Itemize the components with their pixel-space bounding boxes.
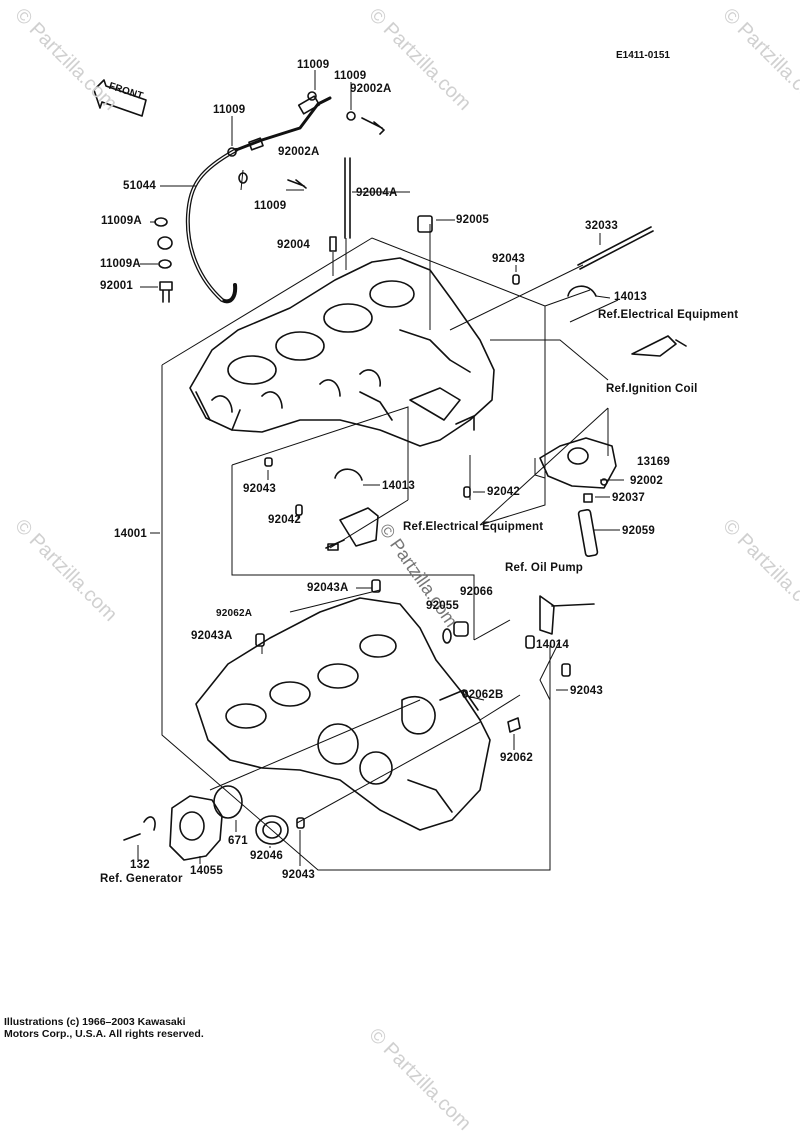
part-label: 132 — [130, 859, 150, 871]
part-label: 92043 — [243, 483, 276, 495]
part-label: 92062A — [216, 608, 253, 619]
ref-label: Ref.Electrical Equipment — [403, 521, 544, 533]
clamp-11009a-top — [154, 217, 168, 227]
part-label: 13169 — [637, 456, 670, 468]
part-label: 92043 — [570, 685, 603, 697]
part-label: 92046 — [250, 850, 283, 862]
ref-label: Ref.Ignition Coil — [606, 383, 698, 395]
part-label: 92002A — [350, 83, 392, 95]
part-label: 92055 — [426, 600, 459, 612]
part-label: 92002A — [278, 146, 320, 158]
part-label: 32033 — [585, 220, 618, 232]
part-label: 11009A — [101, 215, 142, 227]
part-label: 14014 — [536, 639, 569, 651]
ref-label: Ref. Oil Pump — [505, 562, 583, 574]
ref-label: Ref.Electrical Equipment — [598, 309, 739, 321]
part-label: 11009 — [254, 200, 287, 212]
part-label: 92004 — [277, 239, 310, 251]
clamp-11009a — [157, 236, 173, 250]
part-label: 92043A — [307, 582, 349, 594]
part-label: 14013 — [614, 291, 647, 303]
copyright-line-2: Motors Corp., U.S.A. All rights reserved… — [4, 1028, 204, 1040]
part-label: 92042 — [487, 486, 520, 498]
part-label: 11009 — [213, 104, 246, 116]
diagram-code: E1411-0151 — [616, 50, 670, 61]
part-label: 92001 — [100, 280, 133, 292]
lower-crankcase — [195, 597, 491, 831]
part-label: 92062 — [500, 752, 533, 764]
part-label: 92062B — [462, 689, 504, 701]
ref-label: Ref. Generator — [100, 873, 183, 885]
part-label: 14055 — [190, 865, 223, 877]
part-label: 14001 — [114, 528, 147, 540]
parts-diagram: © Partzilla.com © Partzilla.com © Partzi… — [4, 4, 800, 1135]
copyright-line-1: Illustrations (c) 1966–2003 Kawasaki — [4, 1016, 186, 1028]
housing-14055 — [169, 785, 243, 861]
seal-92046 — [255, 815, 289, 845]
part-label: 92005 — [456, 214, 489, 226]
part-label: 92043 — [492, 253, 525, 265]
part-label: 14013 — [382, 480, 415, 492]
part-label: 671 — [228, 835, 248, 847]
stud-92004a — [344, 157, 351, 239]
reference-lines — [161, 189, 619, 871]
upper-crankcase — [189, 257, 495, 447]
breather-hose — [185, 95, 332, 304]
part-label: 92037 — [612, 492, 645, 504]
front-arrow-icon — [93, 79, 147, 117]
part-label: 11009 — [334, 70, 367, 82]
bolt-92001 — [159, 281, 173, 303]
part-label: 92059 — [622, 525, 655, 537]
part-label: 92002 — [630, 475, 663, 487]
part-label: 92043 — [282, 869, 315, 881]
part-label: 11009 — [297, 59, 330, 71]
clamp-11009a-bottom — [158, 259, 172, 269]
part-label: 51044 — [123, 180, 156, 192]
part-label: 92004A — [356, 187, 398, 199]
copyright: Illustrations (c) 1966–2003 Kawasaki Mot… — [4, 1016, 204, 1040]
part-label: 92042 — [268, 514, 301, 526]
part-label: 11009A — [100, 258, 141, 270]
part-label: 92043A — [191, 630, 233, 642]
part-label: 92066 — [460, 586, 493, 598]
diagram-drawing — [93, 70, 687, 871]
